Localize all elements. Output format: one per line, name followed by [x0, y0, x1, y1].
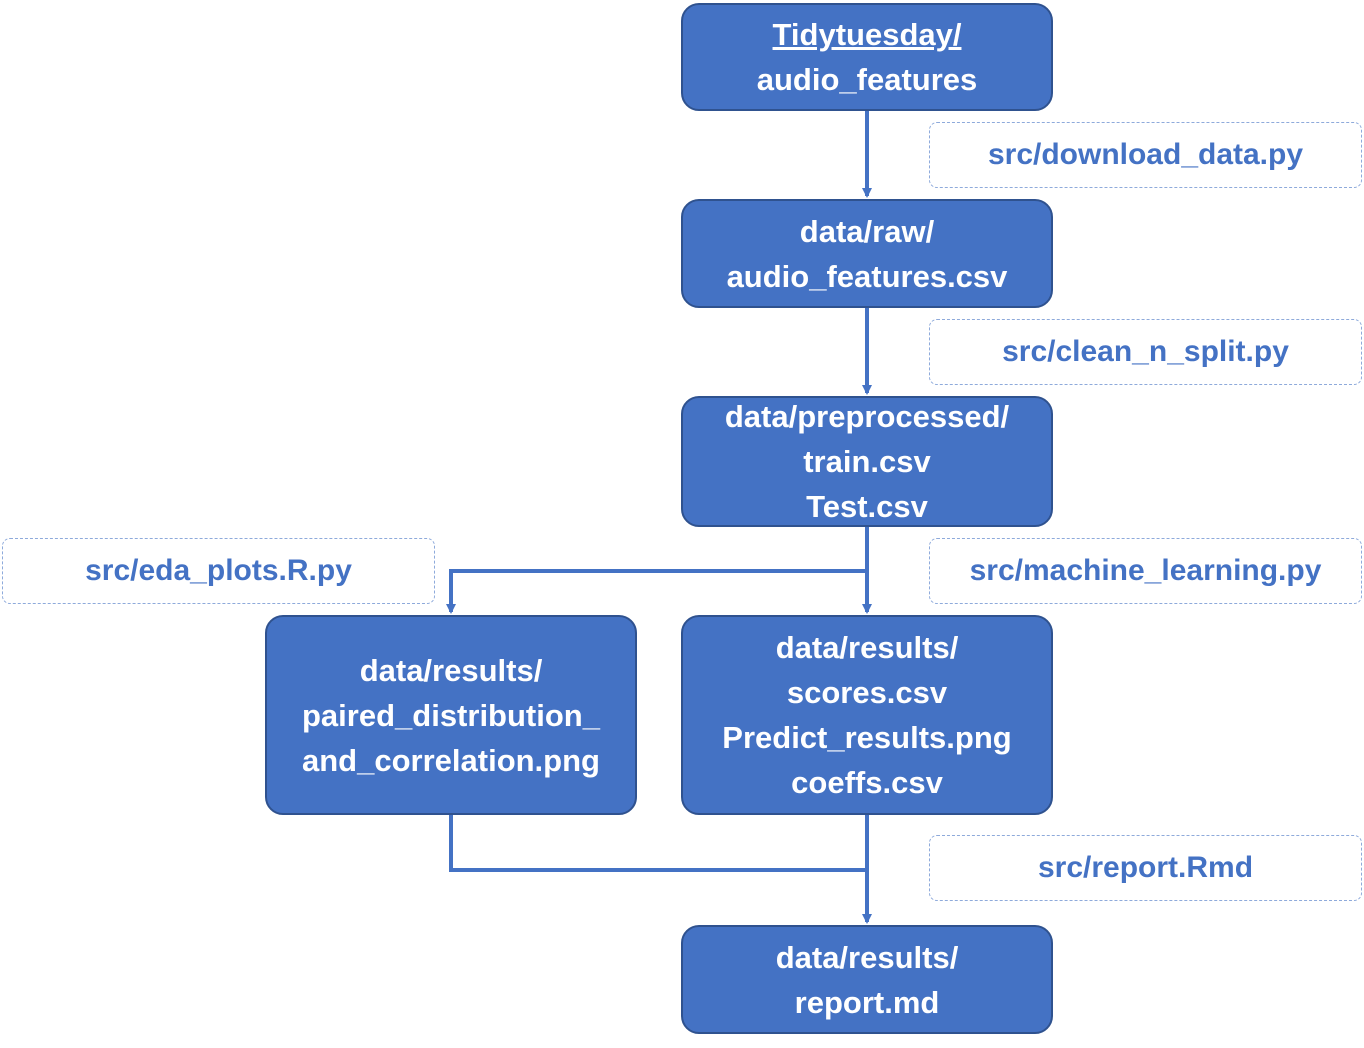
- eda-results-node-line3: and_correlation.png: [302, 742, 600, 778]
- script-label-clean-n-split: src/clean_n_split.py: [929, 319, 1362, 385]
- source-node-line2: audio_features: [756, 62, 978, 97]
- script-label-machine-learning: src/machine_learning.py: [929, 538, 1362, 604]
- raw-data-node-line1: data/raw/: [799, 213, 935, 249]
- preprocessed-node-line3: Test.csv: [806, 489, 928, 524]
- preprocessed-node-line1: data/preprocessed/: [724, 399, 1010, 434]
- report-node-line2: report.md: [794, 984, 940, 1020]
- script-label-report: src/report.Rmd: [929, 835, 1362, 901]
- ml-results-node-line4: coeffs.csv: [791, 765, 943, 800]
- preprocessed-node: data/preprocessed/ train.csv Test.csv: [681, 396, 1053, 527]
- report-node-line1: data/results/: [775, 939, 959, 975]
- report-node: data/results/ report.md: [681, 925, 1053, 1034]
- ml-results-node-line2: scores.csv: [786, 675, 948, 710]
- source-node-line1: Tidytuesday/: [772, 17, 962, 52]
- script-label-eda-plots: src/eda_plots.R.py: [2, 538, 435, 604]
- preprocessed-node-line2: train.csv: [803, 444, 931, 479]
- eda-results-node-line1: data/results/: [359, 652, 543, 688]
- ml-results-node-line3: Predict_results.png: [722, 720, 1012, 755]
- connector-eda-results-to-report: [449, 815, 867, 872]
- eda-results-node: data/results/ paired_distribution_ and_c…: [265, 615, 637, 815]
- arrow-preprocessed-to-eda-results: [446, 569, 867, 614]
- raw-data-node: data/raw/ audio_features.csv: [681, 199, 1053, 308]
- ml-results-node: data/results/ scores.csv Predict_results…: [681, 615, 1053, 815]
- eda-results-node-line2: paired_distribution_: [302, 697, 600, 733]
- script-label-download-data: src/download_data.py: [929, 122, 1362, 188]
- source-node: Tidytuesday/ audio_features: [681, 3, 1053, 111]
- raw-data-node-line2: audio_features.csv: [726, 258, 1008, 294]
- ml-results-node-line1: data/results/: [775, 630, 959, 665]
